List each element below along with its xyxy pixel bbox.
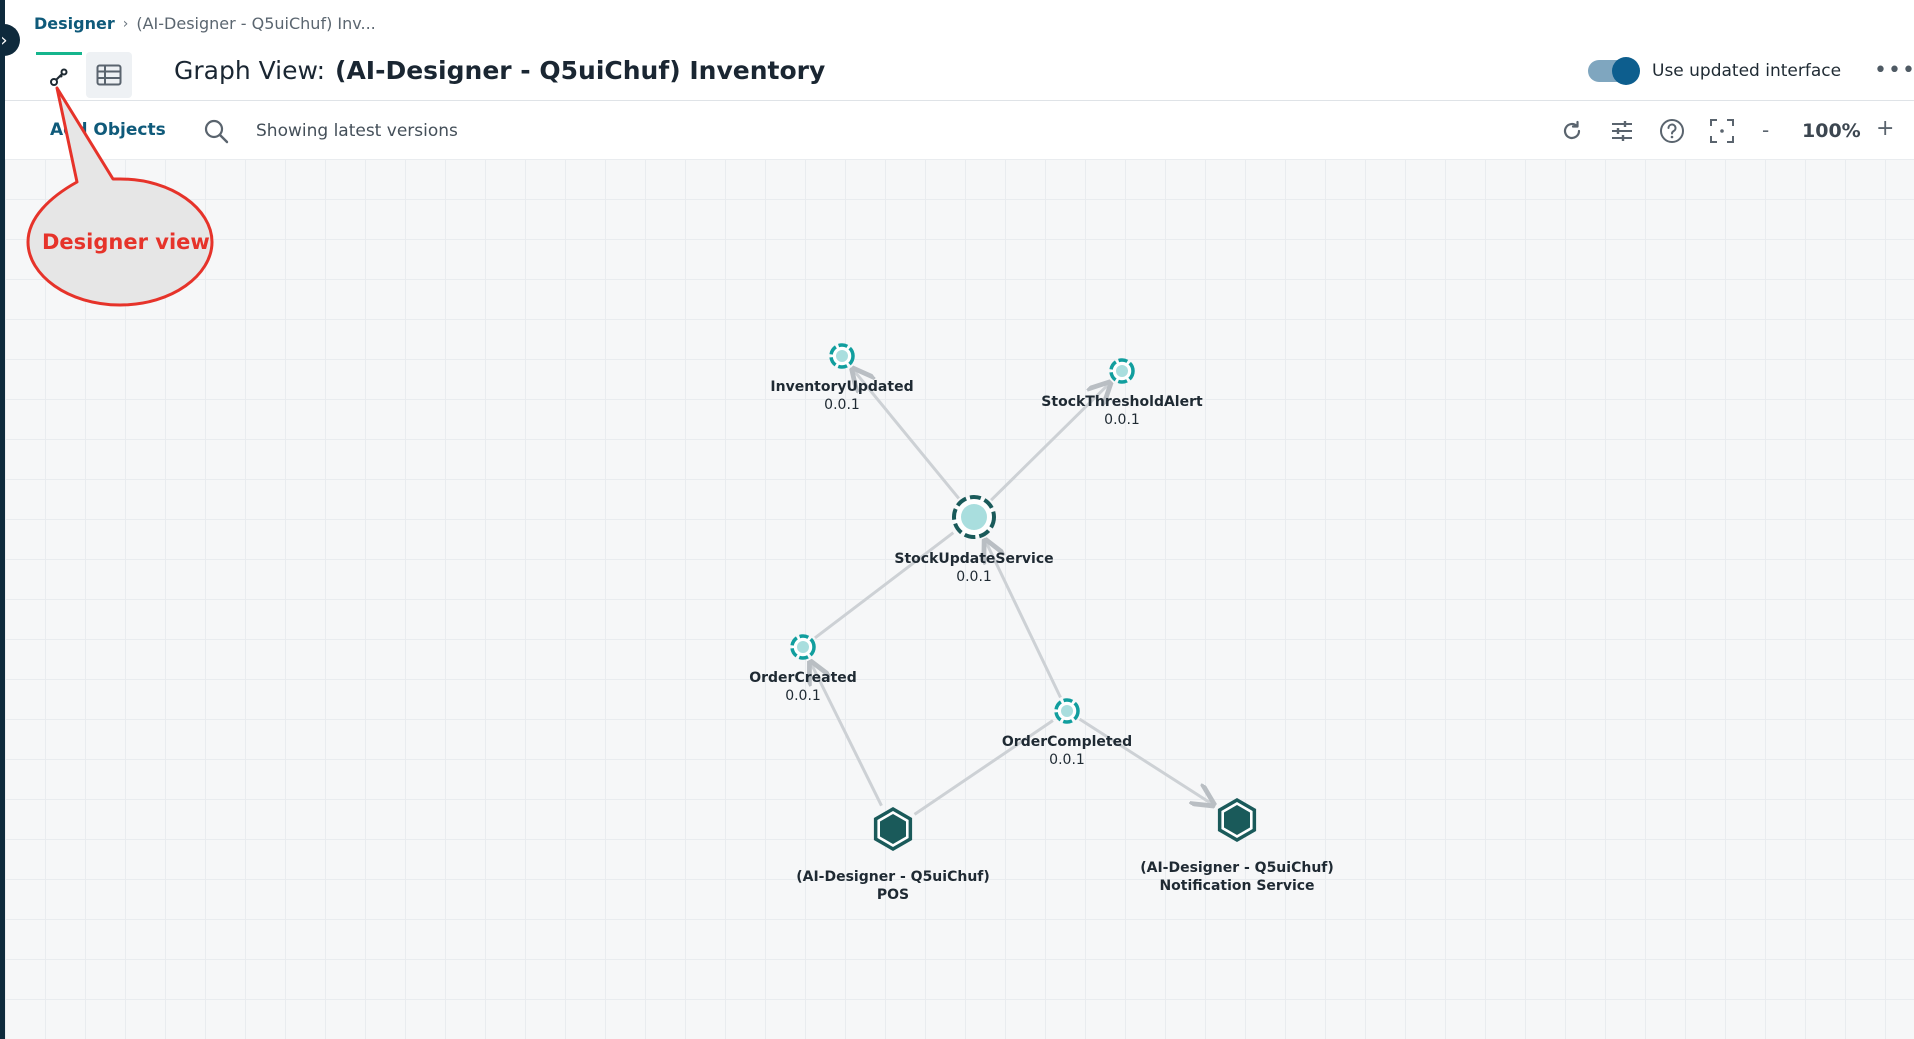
node-name: InventoryUpdated xyxy=(770,379,914,395)
graph-node-label-order-completed: OrderCompleted 0.0.1 xyxy=(1002,733,1132,769)
graph-icon xyxy=(50,68,68,86)
toggle-knob xyxy=(1612,57,1640,85)
node-name: (AI-Designer - Q5uiChuf) xyxy=(796,869,990,885)
graph-node-label-notification-service: (AI-Designer - Q5uiChuf) Notification Ser… xyxy=(1140,859,1334,895)
more-options-icon[interactable]: ••• xyxy=(1874,58,1914,83)
updated-interface-toggle-group: Use updated interface xyxy=(1588,57,1842,85)
node-name-line2: Notification Service xyxy=(1159,878,1315,894)
table-icon xyxy=(96,64,122,86)
table-view-button[interactable] xyxy=(86,52,132,98)
header-divider xyxy=(5,100,1914,101)
updated-interface-label: Use updated interface xyxy=(1652,61,1842,81)
designer-view-callout xyxy=(26,86,214,307)
breadcrumb-designer-link[interactable]: Designer xyxy=(34,14,115,33)
node-name: (AI-Designer - Q5uiChuf) xyxy=(1140,860,1334,876)
node-version: 0.0.1 xyxy=(1049,752,1085,768)
node-version: 0.0.1 xyxy=(785,688,821,704)
node-name: OrderCompleted xyxy=(1001,734,1133,750)
node-version: 0.0.1 xyxy=(1104,412,1140,428)
zoom-level: 100% xyxy=(1802,120,1861,142)
graph-toolbar xyxy=(5,101,1914,159)
designer-view-callout-text: Designer view xyxy=(42,230,210,254)
filter-sliders-icon[interactable] xyxy=(1608,117,1636,145)
node-version: 0.0.1 xyxy=(824,397,860,413)
page-title-prefix: Graph View: xyxy=(174,56,326,85)
left-nav-rail xyxy=(0,0,5,1039)
search-icon[interactable] xyxy=(203,118,229,148)
refresh-icon[interactable] xyxy=(1558,117,1586,145)
breadcrumb: Designer › (AI-Designer - Q5uiChuf) Inv.… xyxy=(34,14,376,33)
zoom-in-button[interactable]: + xyxy=(1876,116,1895,141)
page-title-name: (AI-Designer - Q5uiChuf) Inventory xyxy=(335,56,826,85)
fit-view-icon[interactable] xyxy=(1708,117,1736,145)
zoom-out-button[interactable]: - xyxy=(1762,118,1770,142)
graph-node-label-stock-update-service: StockUpdateService 0.0.1 xyxy=(894,550,1053,586)
graph-canvas[interactable] xyxy=(5,159,1914,1039)
node-name-line2: POS xyxy=(876,887,910,903)
expand-nav-chevron-icon[interactable]: › xyxy=(0,24,20,56)
graph-node-label-stock-threshold-alert: StockThresholdAlert 0.0.1 xyxy=(1041,393,1202,429)
node-version: 0.0.1 xyxy=(956,569,992,585)
chevron-right-icon: › xyxy=(122,15,129,32)
breadcrumb-current: (AI-Designer - Q5uiChuf) Inv... xyxy=(136,14,376,33)
help-icon[interactable] xyxy=(1658,117,1686,145)
node-name: StockThresholdAlert xyxy=(1041,394,1203,410)
graph-node-label-order-created: OrderCreated 0.0.1 xyxy=(749,669,857,705)
graph-node-label-pos: (AI-Designer - Q5uiChuf) POS xyxy=(796,868,990,904)
page-title: Graph View: (AI-Designer - Q5uiChuf) Inv… xyxy=(174,56,825,85)
graph-node-label-inventory-updated: InventoryUpdated 0.0.1 xyxy=(770,378,913,414)
version-filter-text[interactable]: Showing latest versions xyxy=(256,121,458,141)
updated-interface-toggle[interactable] xyxy=(1588,57,1640,85)
node-name: StockUpdateService xyxy=(894,551,1054,567)
node-name: OrderCreated xyxy=(749,670,857,686)
